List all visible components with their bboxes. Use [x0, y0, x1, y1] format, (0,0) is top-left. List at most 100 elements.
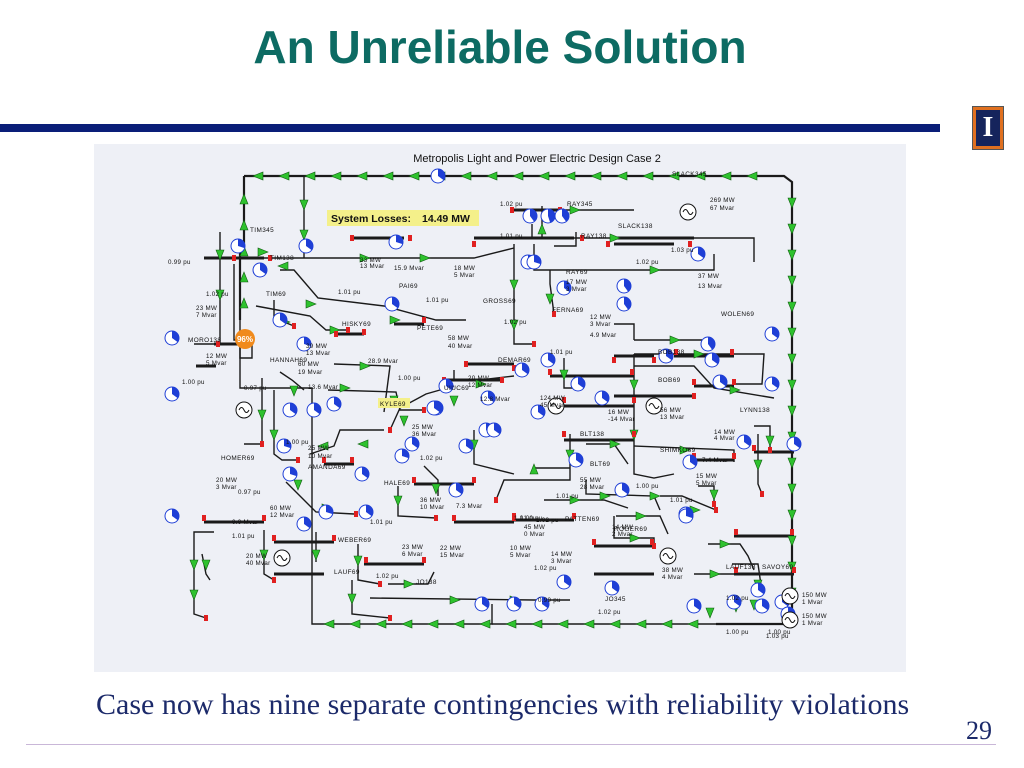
- flow-arrow: [787, 197, 797, 209]
- flow-arrow: [787, 327, 797, 339]
- flow-label: 40 Mvar: [448, 343, 472, 350]
- line-loading-pie: [296, 336, 312, 352]
- flow-label: 5 Mvar: [510, 552, 531, 559]
- line-loading-pie: [604, 580, 620, 596]
- flow-label: 5 Mvar: [206, 360, 227, 367]
- flow-arrow: [649, 265, 661, 275]
- transmission-line: [616, 515, 669, 535]
- bus-name: PATTEN69: [565, 516, 600, 523]
- generator: [645, 397, 663, 415]
- line-loading-pie: [616, 278, 632, 294]
- flow-arrow: [583, 619, 595, 629]
- flow-label: 1.02 pu: [500, 201, 523, 208]
- flow-arrow: [257, 247, 269, 257]
- line-loading-pie: [686, 598, 702, 614]
- flow-label: 12.8 Mvar: [480, 396, 510, 403]
- breaker: [580, 235, 584, 241]
- flow-arrow: [215, 249, 225, 261]
- breaker: [632, 397, 636, 403]
- bus-name: HISKY69: [342, 321, 371, 328]
- breaker: [548, 369, 552, 375]
- flow-arrow: [635, 511, 647, 521]
- flow-label: 13 Mvar: [306, 350, 330, 357]
- flow-arrow: [359, 253, 371, 263]
- breaker: [292, 323, 296, 329]
- bus-name: RAY345: [567, 201, 593, 208]
- breaker: [362, 329, 366, 335]
- flow-label: 19 Mvar: [298, 369, 322, 376]
- flow-arrow: [609, 233, 621, 243]
- transmission-line: [660, 495, 717, 511]
- bus-name: FERNA69: [552, 307, 584, 314]
- flow-arrow: [277, 261, 289, 271]
- flow-arrow: [687, 619, 699, 629]
- transmission-line: [634, 365, 775, 399]
- flow-label: 14 MW: [551, 551, 572, 558]
- transmission-line: [614, 323, 635, 340]
- flow-arrow: [512, 171, 524, 181]
- line-loading-pie: [272, 312, 288, 328]
- breaker: [592, 539, 596, 545]
- flow-arrow: [787, 379, 797, 391]
- flow-arrow: [505, 619, 517, 629]
- line-loading-pie: [678, 508, 694, 524]
- breaker: [202, 515, 206, 521]
- flow-label: 39 MW: [306, 343, 327, 350]
- flow-arrow: [709, 569, 721, 579]
- breaker: [452, 515, 456, 521]
- flow-arrow: [431, 483, 441, 495]
- flow-arrow: [629, 379, 639, 391]
- flow-label: 6 Mvar: [402, 551, 423, 558]
- breaker: [650, 539, 654, 545]
- flow-arrow: [347, 593, 357, 605]
- flow-arrow: [375, 619, 387, 629]
- breaker: [262, 515, 266, 521]
- line-loading-pie: [506, 596, 522, 612]
- diagram-canvas: Metropolis Light and Power Electric Desi…: [164, 153, 827, 640]
- breaker: [378, 581, 382, 587]
- breaker: [322, 457, 326, 463]
- flow-label: 1.01 pu: [370, 519, 393, 526]
- flow-arrow: [642, 171, 654, 181]
- flow-arrow: [252, 171, 264, 181]
- flow-label: 56 MW: [660, 407, 681, 414]
- breaker: [510, 207, 514, 213]
- flow-label: 1.01 pu: [550, 349, 573, 356]
- flow-label: 13 Mvar: [660, 414, 684, 421]
- flow-label: 7.3 Mvar: [456, 503, 482, 510]
- generator: [679, 203, 697, 221]
- flow-arrow: [719, 539, 731, 549]
- breaker: [688, 241, 692, 247]
- slide-caption: Case now has nine separate contingencies…: [96, 688, 910, 721]
- footer-divider: [26, 744, 996, 745]
- loading-pies: [164, 168, 802, 622]
- flow-arrow: [746, 171, 758, 181]
- breaker: [332, 535, 336, 541]
- breaker: [500, 377, 504, 383]
- breaker: [692, 379, 696, 385]
- flow-arrow: [449, 395, 459, 407]
- line-loading-pie: [540, 352, 556, 368]
- flow-arrow: [709, 489, 719, 501]
- flow-arrow: [330, 171, 342, 181]
- flow-arrow: [356, 171, 368, 181]
- flow-label: 33 MW: [360, 257, 381, 264]
- flow-label: 38 MW: [662, 567, 683, 574]
- breaker: [562, 431, 566, 437]
- flow-label: 4 Mvar: [662, 574, 683, 581]
- flow-label: -14 Mvar: [608, 416, 635, 423]
- breaker: [346, 327, 350, 333]
- flow-arrow: [239, 219, 249, 231]
- breaker: [752, 445, 756, 451]
- line-loading-pie: [252, 262, 268, 278]
- breaker: [268, 255, 272, 261]
- bus-name: RAY138: [581, 233, 607, 240]
- line-loading-pie: [568, 452, 584, 468]
- breaker: [712, 501, 716, 507]
- generator: [235, 401, 253, 419]
- line-loading-pie: [298, 238, 314, 254]
- line-loading-pie: [726, 594, 742, 610]
- transmission-line: [633, 354, 675, 479]
- flow-arrow: [399, 415, 409, 427]
- line-loading-pie: [230, 238, 246, 254]
